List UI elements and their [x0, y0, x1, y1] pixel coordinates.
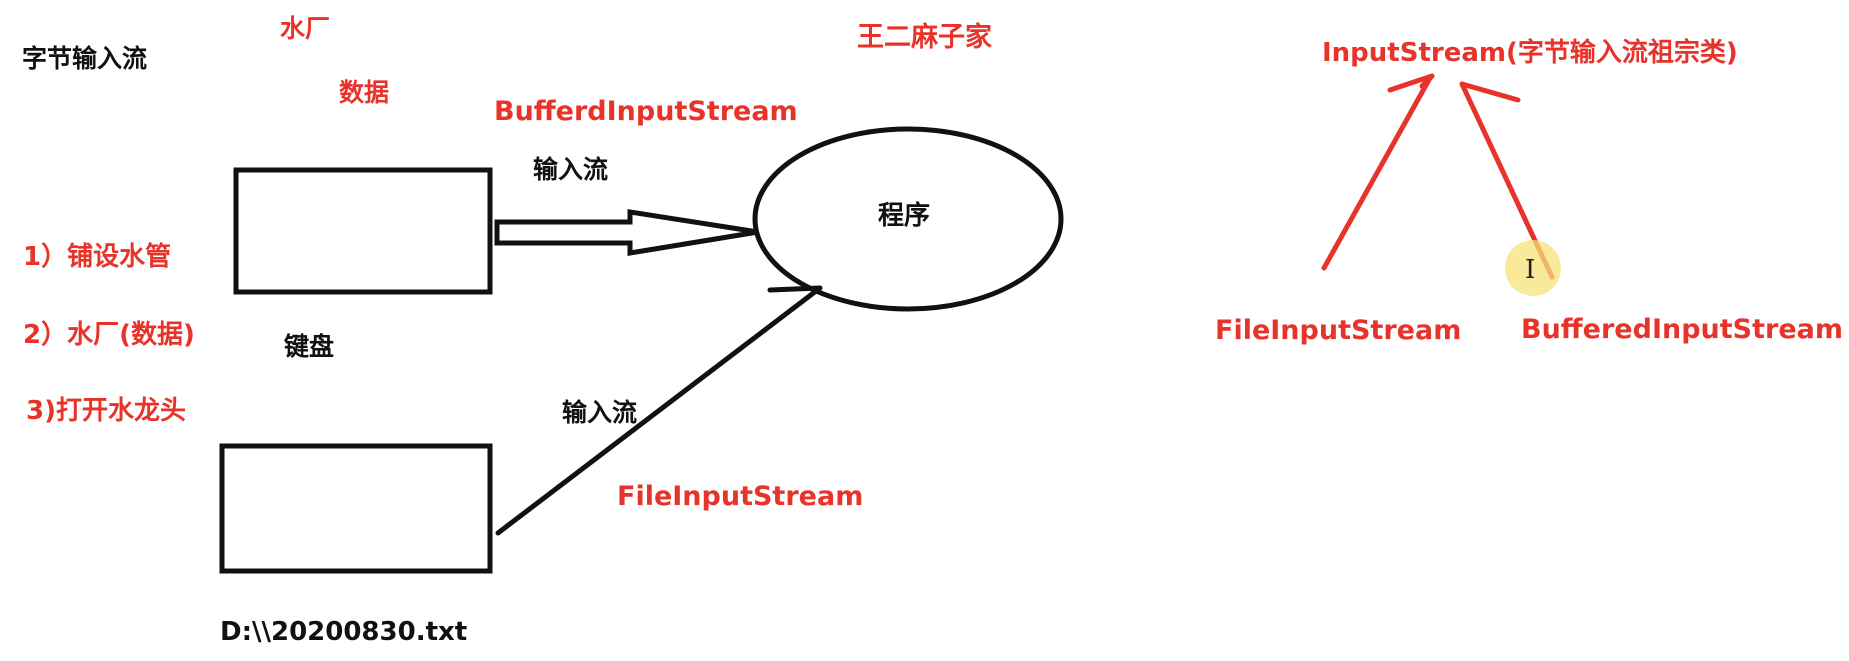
inheritance-arrow-file: [1321, 73, 1435, 271]
file-stream-line: [495, 285, 823, 536]
waterworks-label: 水厂: [280, 14, 331, 43]
home-label: 王二麻子家: [857, 22, 992, 53]
data-label: 数据: [339, 78, 390, 107]
step-2-label: 2）水厂(数据): [23, 320, 195, 350]
root-class-label: InputStream(字节输入流祖宗类): [1322, 38, 1738, 68]
program-label: 程序: [878, 201, 931, 231]
file-path-label: D:\\20200830.txt: [220, 617, 468, 647]
child-file-label: FileInputStream: [1215, 315, 1462, 346]
file-box: [219, 443, 493, 574]
file-stream-label: FileInputStream: [617, 481, 864, 512]
keyboard-label: 键盘: [284, 332, 335, 361]
title-label: 字节输入流: [22, 44, 148, 73]
cursor-highlight: [1505, 240, 1561, 296]
i-beam-cursor-icon: I: [1525, 255, 1536, 285]
pipe-arrow: [494, 209, 759, 256]
step-3-label: 3)打开水龙头: [26, 396, 186, 426]
child-buffered-label: BufferedInputStream: [1521, 314, 1843, 345]
buffered-stream-label: BufferdInputStream: [494, 96, 798, 127]
keyboard-box: [233, 167, 493, 295]
input-stream-label-bottom: 输入流: [562, 398, 638, 427]
step-1-label: 1）铺设水管: [23, 242, 172, 272]
input-stream-label-top: 输入流: [533, 155, 609, 184]
program-ellipse: [752, 126, 1064, 312]
